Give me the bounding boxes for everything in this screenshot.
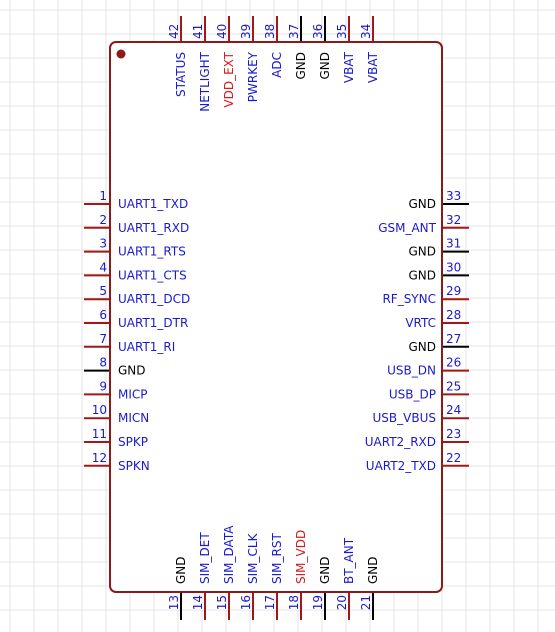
pin-label: UART1_DCD [118,292,190,306]
pin-number: 22 [446,451,461,465]
pin-label: UART1_DTR [118,316,188,330]
pin-number: 15 [215,595,229,610]
pin-number: 21 [359,595,373,610]
pin-label: UART2_RXD [365,435,436,449]
pin-label: UART1_TXD [118,197,188,211]
pin-number: 2 [99,213,107,227]
pin-number: 5 [99,284,107,298]
pin-number: 19 [311,595,325,610]
pin-label: GND [294,52,308,80]
pin-number: 20 [335,595,349,610]
pin-number: 28 [446,308,461,322]
pin-label: UART2_TXD [366,459,436,473]
pin-label: RF_SYNC [382,292,436,306]
pin-number: 14 [191,595,205,610]
pin-label: USB_DP [389,387,436,401]
pin-label: GND [174,556,188,584]
pin-label: SIM_DET [198,532,212,584]
pin-label: UART1_RI [118,340,175,354]
pin-number: 25 [446,379,461,393]
pin-number: 17 [263,595,277,610]
pin-number: 4 [99,260,107,274]
pin-number: 37 [287,24,301,39]
pin-number: 34 [359,24,373,39]
pin-number: 7 [99,332,107,346]
pin-number: 30 [446,260,461,274]
pin-label: UART1_RXD [118,221,189,235]
pin-label: GND [408,245,436,259]
pin-label: VRTC [405,316,436,330]
pin-number: 31 [446,237,461,251]
pin-number: 9 [99,379,107,393]
pin-number: 24 [446,403,461,417]
pin-label: GSM_ANT [378,221,436,235]
pins-layer [84,16,469,620]
pin-label: UART1_RTS [118,245,186,259]
pin-label: UART1_CTS [118,268,187,282]
pin-label: NETLIGHT [198,51,212,111]
pin-number: 32 [446,213,461,227]
pin-label: PWRKEY [246,51,260,102]
pin-label: GND [318,556,332,584]
pin-number: 10 [92,403,107,417]
pin-number: 42 [167,24,181,39]
pin-number: 12 [92,451,107,465]
pin-label: GND [408,268,436,282]
pin-label: GND [366,556,380,584]
pin-label: VBAT [342,51,356,83]
pin-label: SIM_RST [270,533,284,584]
pin-label: SIM_DATA [222,525,236,584]
pin-number: 8 [99,356,107,370]
pin-label: GND [318,52,332,80]
pin-label: VDD_EXT [222,51,236,107]
ic-body[interactable] [109,41,443,593]
pin-label: ADC [270,52,284,78]
pin-number: 40 [215,24,229,39]
pin-label: GND [408,340,436,354]
pin-label: VBAT [366,51,380,83]
pin-number: 41 [191,24,205,39]
pin-label: USB_VBUS [373,411,436,425]
pin-label: MICP [118,387,148,401]
pin-number: 23 [446,427,461,441]
pin-number: 6 [99,308,107,322]
pin-label: USB_DN [387,364,436,378]
pin-label: SIM_CLK [246,532,260,584]
pin-number: 27 [446,332,461,346]
pin-number: 36 [311,24,325,39]
pin-number: 16 [239,595,253,610]
pin-number: 1 [99,189,107,203]
pin1-marker-dot [116,49,126,59]
pin-label: MICN [118,411,149,425]
pin-number: 18 [287,595,301,610]
pin-label: SPKN [118,459,150,473]
pin-label: GND [408,197,436,211]
pin-label: SPKP [118,435,148,449]
pin-number: 39 [239,24,253,39]
pin-number: 3 [99,237,107,251]
pin-label: GND [118,364,146,378]
pin-label: SIM_VDD [294,530,308,584]
pin-number: 33 [446,189,461,203]
pin-number: 13 [167,595,181,610]
pin-number: 38 [263,24,277,39]
pin-label: BT_ANT [342,537,356,584]
pin-number: 35 [335,24,349,39]
pin-number: 26 [446,356,461,370]
pin-label: STATUS [174,52,188,97]
pin-number: 11 [92,427,107,441]
pin-number: 29 [446,284,461,298]
